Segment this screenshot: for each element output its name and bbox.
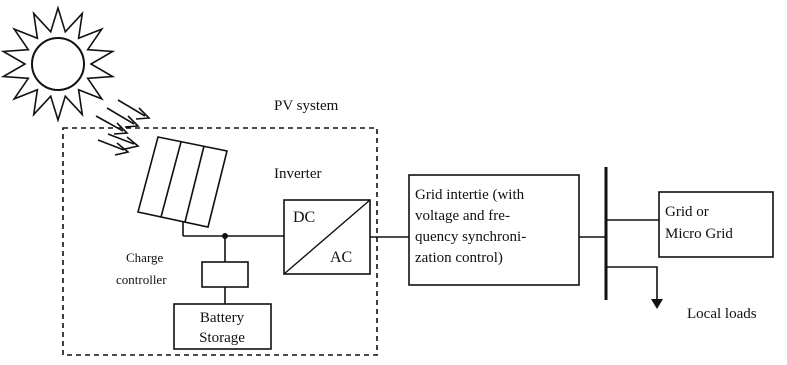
grid-label-1: Grid or [665, 204, 709, 220]
dc-wiring [182, 222, 284, 304]
junction-dot [222, 233, 228, 239]
pv-system-label: PV system [274, 98, 339, 114]
inverter-ac-label: AC [330, 249, 352, 266]
grid-intertie-line-1: Grid intertie (with [415, 187, 525, 203]
sunlight-arrowhead-2 [124, 115, 140, 128]
solar-panel-divider-2 [184, 145, 205, 223]
inverter-label: Inverter [274, 166, 321, 182]
battery-label-1: Battery [200, 310, 245, 326]
pv-system-boundary [62, 127, 378, 356]
solar-panel-outline [137, 136, 228, 228]
inverter-dc-label: DC [293, 209, 315, 226]
grid-intertie-line-2: voltage and fre- [415, 208, 510, 224]
sunlight-ray-2 [106, 107, 135, 125]
grid-box [658, 191, 774, 258]
local-loads-line [606, 266, 658, 300]
battery-storage-box [173, 303, 272, 350]
sunlight-arrowhead-5 [124, 136, 140, 150]
sunlight-arrowhead-4 [114, 142, 130, 156]
sunlight-ray-5 [107, 133, 135, 145]
solar-panel-divider-1 [160, 141, 182, 218]
inverter-diagonal [283, 199, 371, 275]
sun-rays [0, 5, 116, 123]
grid-intertie-box [408, 174, 580, 286]
sunlight-arrows [95, 99, 151, 156]
battery-label-2: Storage [199, 330, 245, 346]
charge-controller-label-2: controller [116, 272, 167, 287]
local-loads-label: Local loads [687, 306, 757, 322]
grid-intertie-line-3: quency synchroni- [415, 229, 526, 245]
sunlight-arrowhead-3 [135, 107, 151, 120]
charge-controller-box [201, 261, 249, 288]
solar-panel-icon [137, 136, 228, 228]
down-arrow-icon [606, 266, 663, 309]
local-loads-arrowhead [651, 299, 663, 309]
sun-disc [31, 37, 85, 91]
sun-icon [0, 5, 116, 123]
grid-intertie-line-4: zation control) [415, 250, 503, 266]
sunlight-ray-3 [117, 99, 146, 117]
charge-controller-label-1: Charge [126, 250, 164, 265]
sunlight-ray-4 [97, 139, 125, 151]
grid-label-2: Micro Grid [665, 226, 733, 242]
sunlight-arrowhead-1 [113, 122, 129, 135]
